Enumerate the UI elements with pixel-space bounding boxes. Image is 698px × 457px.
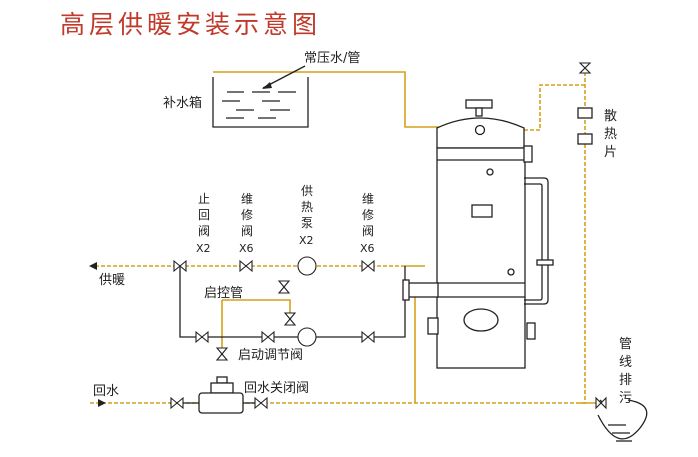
svg-text:污: 污 bbox=[619, 391, 632, 406]
check-valve-label: 止 回 阀 X2 bbox=[196, 192, 211, 255]
svg-text:维: 维 bbox=[362, 192, 374, 206]
makeup-tank-label: 补水箱 bbox=[163, 95, 202, 111]
boiler-body bbox=[436, 147, 526, 369]
tank-body bbox=[212, 77, 309, 128]
svg-text:X2: X2 bbox=[196, 242, 211, 255]
service-valve-2 bbox=[361, 259, 375, 273]
boiler-side-loop bbox=[524, 177, 549, 305]
return-valve-left bbox=[170, 396, 184, 410]
radiator-1 bbox=[577, 107, 593, 119]
start-regulating-valve bbox=[215, 347, 229, 361]
service-valve-1 bbox=[239, 259, 253, 273]
control-pipe-top bbox=[222, 299, 291, 325]
boiler-inlet-pipe bbox=[407, 282, 439, 298]
svg-text:线: 线 bbox=[619, 355, 632, 370]
boiler-fire-door bbox=[463, 308, 499, 332]
heat-pump-label: 供 热 泵 X2 bbox=[299, 184, 314, 247]
svg-text:热: 热 bbox=[301, 200, 313, 214]
svg-text:散: 散 bbox=[604, 109, 617, 124]
service-valve-1-label: 维 修 阀 X6 bbox=[239, 192, 254, 255]
boiler-top-flange bbox=[465, 99, 493, 109]
diagram-title: 高层供暖安装示意图 bbox=[60, 10, 321, 39]
bypass-loop bbox=[179, 266, 406, 338]
svg-text:X6: X6 bbox=[360, 242, 375, 255]
svg-text:片: 片 bbox=[604, 145, 617, 160]
pressure-pipe-label: 常压水/管 bbox=[304, 51, 360, 66]
svg-text:阀: 阀 bbox=[241, 224, 253, 238]
loop-valve-mid bbox=[261, 330, 275, 344]
pressure-pointer-arrowhead bbox=[262, 82, 272, 89]
svg-text:泵: 泵 bbox=[301, 216, 313, 230]
makeup-tank bbox=[212, 77, 309, 128]
control-pipe-valve bbox=[283, 312, 297, 326]
svg-text:止: 止 bbox=[198, 192, 210, 206]
supply-arrow-icon bbox=[89, 262, 97, 270]
svg-text:管: 管 bbox=[619, 337, 632, 352]
svg-text:修: 修 bbox=[362, 207, 374, 222]
svg-text:维: 维 bbox=[241, 192, 253, 206]
return-water-device bbox=[198, 376, 244, 414]
top-riser-pipe bbox=[524, 84, 585, 131]
svg-text:修: 修 bbox=[241, 207, 253, 222]
boiler-vent-hole bbox=[474, 124, 486, 136]
check-valve-supply bbox=[173, 259, 187, 273]
tank-feed-pipe bbox=[213, 71, 440, 128]
svg-text:热: 热 bbox=[604, 127, 617, 142]
radiator-label: 散 热 片 bbox=[604, 109, 617, 160]
svg-text:回: 回 bbox=[198, 208, 210, 222]
control-pipe-top-valve bbox=[277, 280, 291, 294]
drain-label: 管 线 排 污 bbox=[619, 337, 632, 406]
heat-pump-supply bbox=[297, 256, 317, 276]
supply-label: 供暖 bbox=[99, 273, 125, 288]
svg-text:阀: 阀 bbox=[198, 224, 210, 238]
drain-tank-outline bbox=[597, 399, 648, 440]
svg-text:X2: X2 bbox=[299, 234, 314, 247]
svg-text:供: 供 bbox=[301, 184, 313, 198]
radiator-2 bbox=[577, 133, 593, 145]
return-label: 回水 bbox=[93, 384, 119, 399]
heat-pump-bypass bbox=[297, 327, 317, 347]
svg-text:X6: X6 bbox=[239, 242, 254, 255]
valves bbox=[170, 62, 607, 410]
svg-text:阀: 阀 bbox=[362, 224, 374, 238]
return-shutoff-label: 回水关闭阀 bbox=[244, 381, 309, 396]
loop-valve-left bbox=[195, 330, 209, 344]
drain-tank bbox=[597, 399, 648, 442]
service-valve-2-label: 维 修 阀 X6 bbox=[360, 192, 375, 255]
start-valve-label: 启动调节阀 bbox=[238, 348, 303, 363]
control-pipe-label: 启控管 bbox=[204, 286, 243, 301]
boiler bbox=[402, 99, 554, 369]
return-shutoff-valve bbox=[254, 396, 268, 410]
return-arrow-icon bbox=[98, 399, 106, 407]
svg-text:排: 排 bbox=[619, 373, 632, 388]
top-vent-valve bbox=[578, 62, 592, 74]
return-device-body bbox=[198, 392, 244, 414]
boiler-sight-window bbox=[471, 204, 493, 218]
loop-valve-right bbox=[361, 330, 375, 344]
drain-valve bbox=[595, 396, 607, 410]
